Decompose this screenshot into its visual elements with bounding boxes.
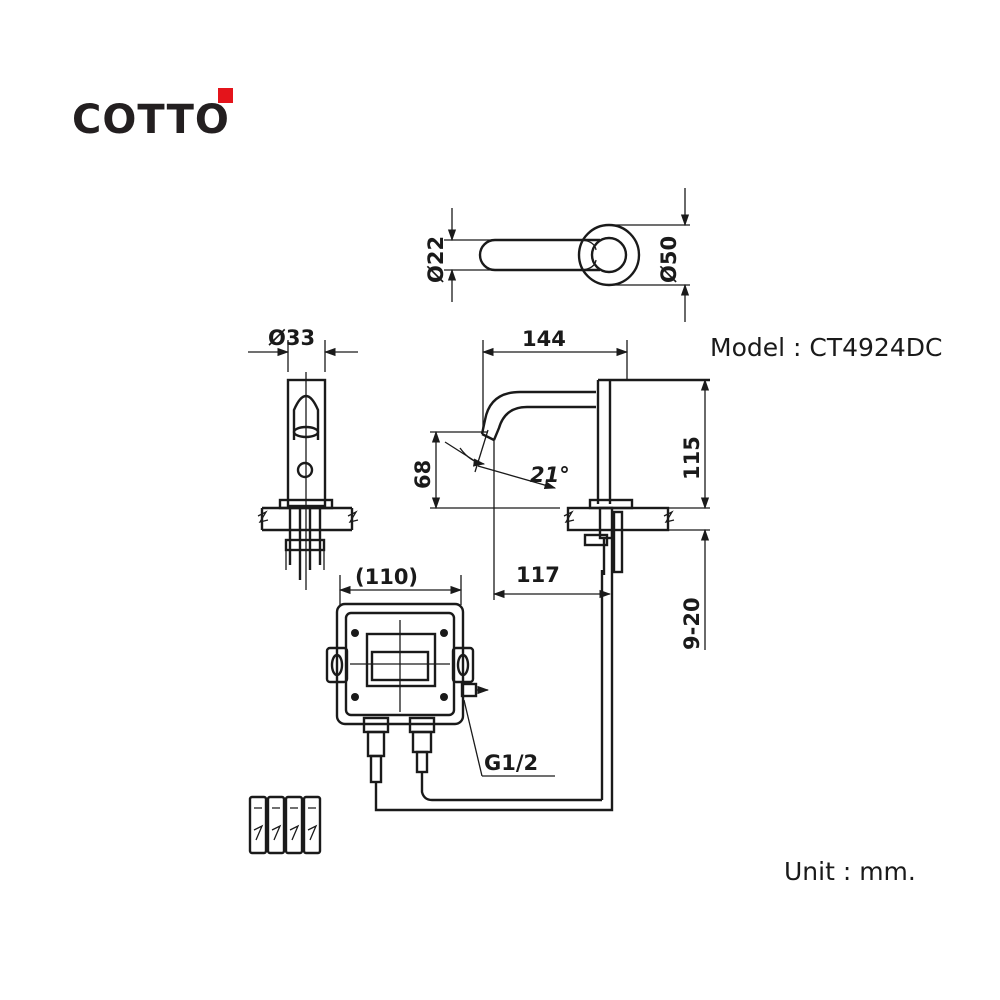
dim-base-dia: Ø50 [657,236,681,283]
cotto-logo: COTTO [72,88,233,143]
dim-counter-thickness: 9-20 [680,597,704,650]
dim-angle: 21° [530,463,570,487]
dim-outlet-height: 68 [411,460,435,489]
front-view: Ø33 [248,326,359,590]
dim-side-dia: Ø33 [268,326,315,350]
dim-center: 117 [516,563,560,587]
batteries-icon [248,795,322,855]
control-box: (110) G1/2 [325,565,614,812]
dim-spout-dia: Ø22 [424,236,448,283]
dim-height: 115 [680,436,704,480]
logo-wordmark: COTTO [72,97,230,143]
logo-red-square [218,88,233,103]
dim-thread: G1/2 [484,751,538,775]
top-view: Ø22 Ø50 [424,188,690,322]
side-view: 144 115 68 21° 9-20 [411,327,710,800]
dim-box-width: (110) [355,565,418,589]
dim-reach: 144 [522,327,566,351]
model-label: Model : CT4924DC [710,333,942,362]
unit-label: Unit : mm. [784,857,916,886]
